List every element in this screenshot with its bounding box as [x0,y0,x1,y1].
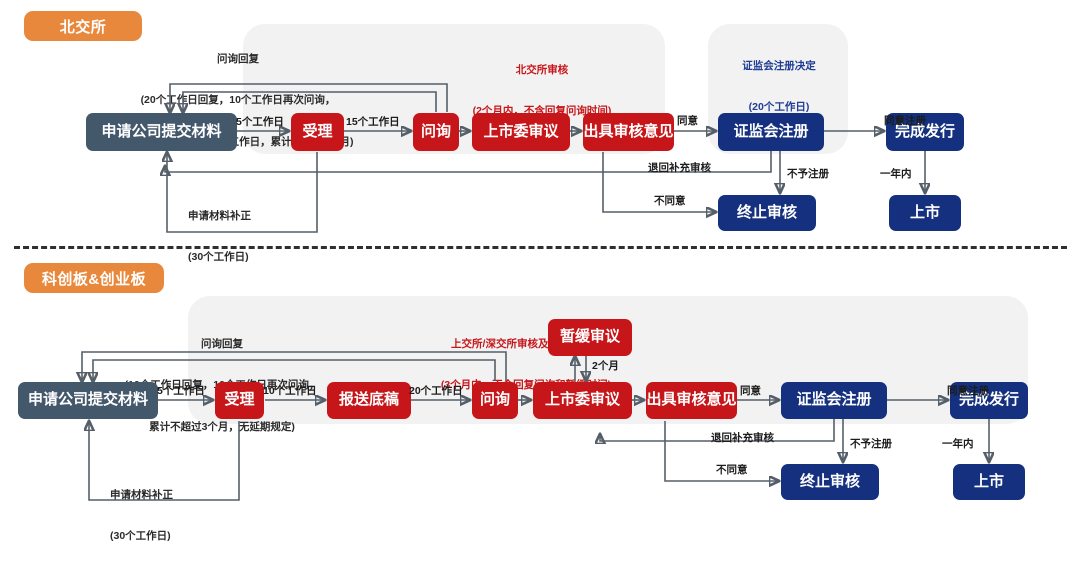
annotation-line-2: (30个工作日) [188,251,249,264]
node-label: 上市委审议 [483,122,559,140]
edge-label-disagree-top: 不同意 [654,195,686,207]
edge-label-no-register-bottom: 不予注册 [850,438,892,450]
node-issued-bottom[interactable]: 完成发行 [950,382,1028,419]
wire-return-for-supplement-bottom [600,418,835,441]
wire-disagree-to-terminate-top [602,152,716,212]
edge-label-10-workdays-bottom: 10个工作日 [263,385,317,397]
edge-label-agree-register-bottom: 同意注册 [947,385,989,397]
node-label: 受理 [224,391,255,409]
connector-wires-top [0,83,1080,233]
node-label: 申请公司提交材料 [101,122,222,140]
wire-inquiry-feedback-inner [93,359,496,382]
node-label: 问询 [420,122,451,140]
node-label: 终止审核 [799,472,860,490]
wire-inquiry-feedback-inner [183,91,437,113]
node-accept-top[interactable]: 受理 [291,113,344,151]
node-label: 出具审核意见 [646,391,737,409]
wire-inquiry-feedback-outer [170,83,448,113]
node-register-top[interactable]: 证监会注册 [718,113,824,151]
section-pill-bse: 北交所 [24,11,142,41]
section-bse: 北交所 问询回复 (20个工作日回复，10个工作日再次问询， 每次问询最多延期2… [0,11,1080,293]
node-label: 受理 [302,122,333,140]
node-submit-bottom[interactable]: 申请公司提交材料 [18,382,158,419]
annotation-line-1: 证监会注册决定 [742,59,816,72]
wire-material-supplement-bottom [89,421,240,501]
node-label: 上市 [973,472,1004,490]
node-inquiry-bottom[interactable]: 问询 [472,382,518,419]
edge-label-20-workdays-bottom: 20个工作日 [409,385,463,397]
node-accept-bottom[interactable]: 受理 [215,382,264,419]
node-label: 终止审核 [736,203,797,221]
edge-label-disagree-bottom: 不同意 [716,464,748,476]
node-committee-bottom[interactable]: 上市委审议 [533,382,632,419]
wire-disagree-to-terminate-bottom [664,421,779,481]
annotation-line-1: 申请材料补正 [188,209,251,222]
node-opinion-bottom[interactable]: 出具审核意见 [646,382,737,419]
annotation-csrc-decision-top: 证监会注册决定 (20个工作日) [700,32,858,143]
annotation-line-2: (20个工作日回复，10个工作日再次问询， [140,94,336,107]
edge-label-return-supplement-top: 退回补充审核 [648,162,711,174]
node-label: 证监会注册 [733,122,809,140]
edge-label-no-register-top: 不予注册 [787,168,829,180]
node-label: 问询 [479,391,510,409]
annotation-line-1: 问询回复 [217,52,259,65]
annotation-line-1: 申请材料补正 [110,488,173,501]
annotation-line-2: (30个工作日) [110,530,171,543]
node-label: 暂缓审议 [559,328,620,346]
section-divider [14,246,1067,249]
node-opinion-top[interactable]: 出具审核意见 [583,113,674,151]
wire-inquiry-feedback-outer [82,351,507,382]
node-draft-bottom[interactable]: 报送底稿 [327,382,411,419]
flowchart-canvas: 北交所 问询回复 (20个工作日回复，10个工作日再次问询， 每次问询最多延期2… [0,11,1080,542]
annotation-line-2: (20个工作日) [748,101,810,114]
node-listed-top[interactable]: 上市 [889,195,961,231]
annotation-line-3: 累计不超过3个月，无延期规定) [149,420,295,433]
section-star-chinext: 科创板&创业板 问询回复 (10个工作日回复，10个工作日再次问询， 累计不超过… [0,263,1080,542]
annotation-line-1: 问询回复 [201,337,243,350]
node-register-bottom[interactable]: 证监会注册 [781,382,887,419]
node-inquiry-top[interactable]: 问询 [413,113,459,151]
edge-label-5-workdays-bottom: 5个工作日 [157,385,205,397]
node-submit-top[interactable]: 申请公司提交材料 [86,113,237,151]
edge-label-15-workdays-top: 15个工作日 [346,116,400,128]
node-label: 申请公司提交材料 [27,391,148,409]
node-committee-top[interactable]: 上市委审议 [472,113,570,151]
section-pill-star-chinext: 科创板&创业板 [24,263,164,293]
node-terminate-top[interactable]: 终止审核 [718,195,816,231]
section-pill-label: 北交所 [59,18,107,36]
annotation-material-supplement-top: 申请材料补正 (30个工作日) [188,182,318,293]
edge-label-2-months-bottom: 2个月 [592,360,619,372]
node-label: 完成发行 [958,391,1019,409]
edge-label-return-supplement-bottom: 退回补充审核 [711,432,774,444]
edge-label-agree-register-top: 同意注册 [884,115,926,127]
node-postpone-bottom[interactable]: 暂缓审议 [548,319,632,356]
node-label: 出具审核意见 [583,122,674,140]
node-label: 报送底稿 [338,391,399,409]
node-issued-top[interactable]: 完成发行 [886,113,964,151]
node-terminate-bottom[interactable]: 终止审核 [781,464,879,500]
node-label: 上市委审议 [544,391,620,409]
connector-wires-bottom [0,351,1080,501]
edge-label-agree-top: 同意 [677,115,698,127]
node-label: 证监会注册 [796,391,872,409]
edge-label-agree-bottom: 同意 [740,385,761,397]
node-listed-bottom[interactable]: 上市 [953,464,1025,500]
section-pill-label: 科创板&创业板 [41,270,147,288]
annotation-line-1: 北交所审核 [515,63,569,76]
edge-label-within-one-year-top: 一年内 [880,168,912,180]
node-label: 完成发行 [894,122,955,140]
edge-label-5-workdays-top: 5个工作日 [236,116,284,128]
wire-return-for-supplement-top [165,149,772,172]
wire-material-supplement-top [167,152,318,233]
node-label: 上市 [909,203,940,221]
edge-label-within-one-year-bottom: 一年内 [942,438,974,450]
